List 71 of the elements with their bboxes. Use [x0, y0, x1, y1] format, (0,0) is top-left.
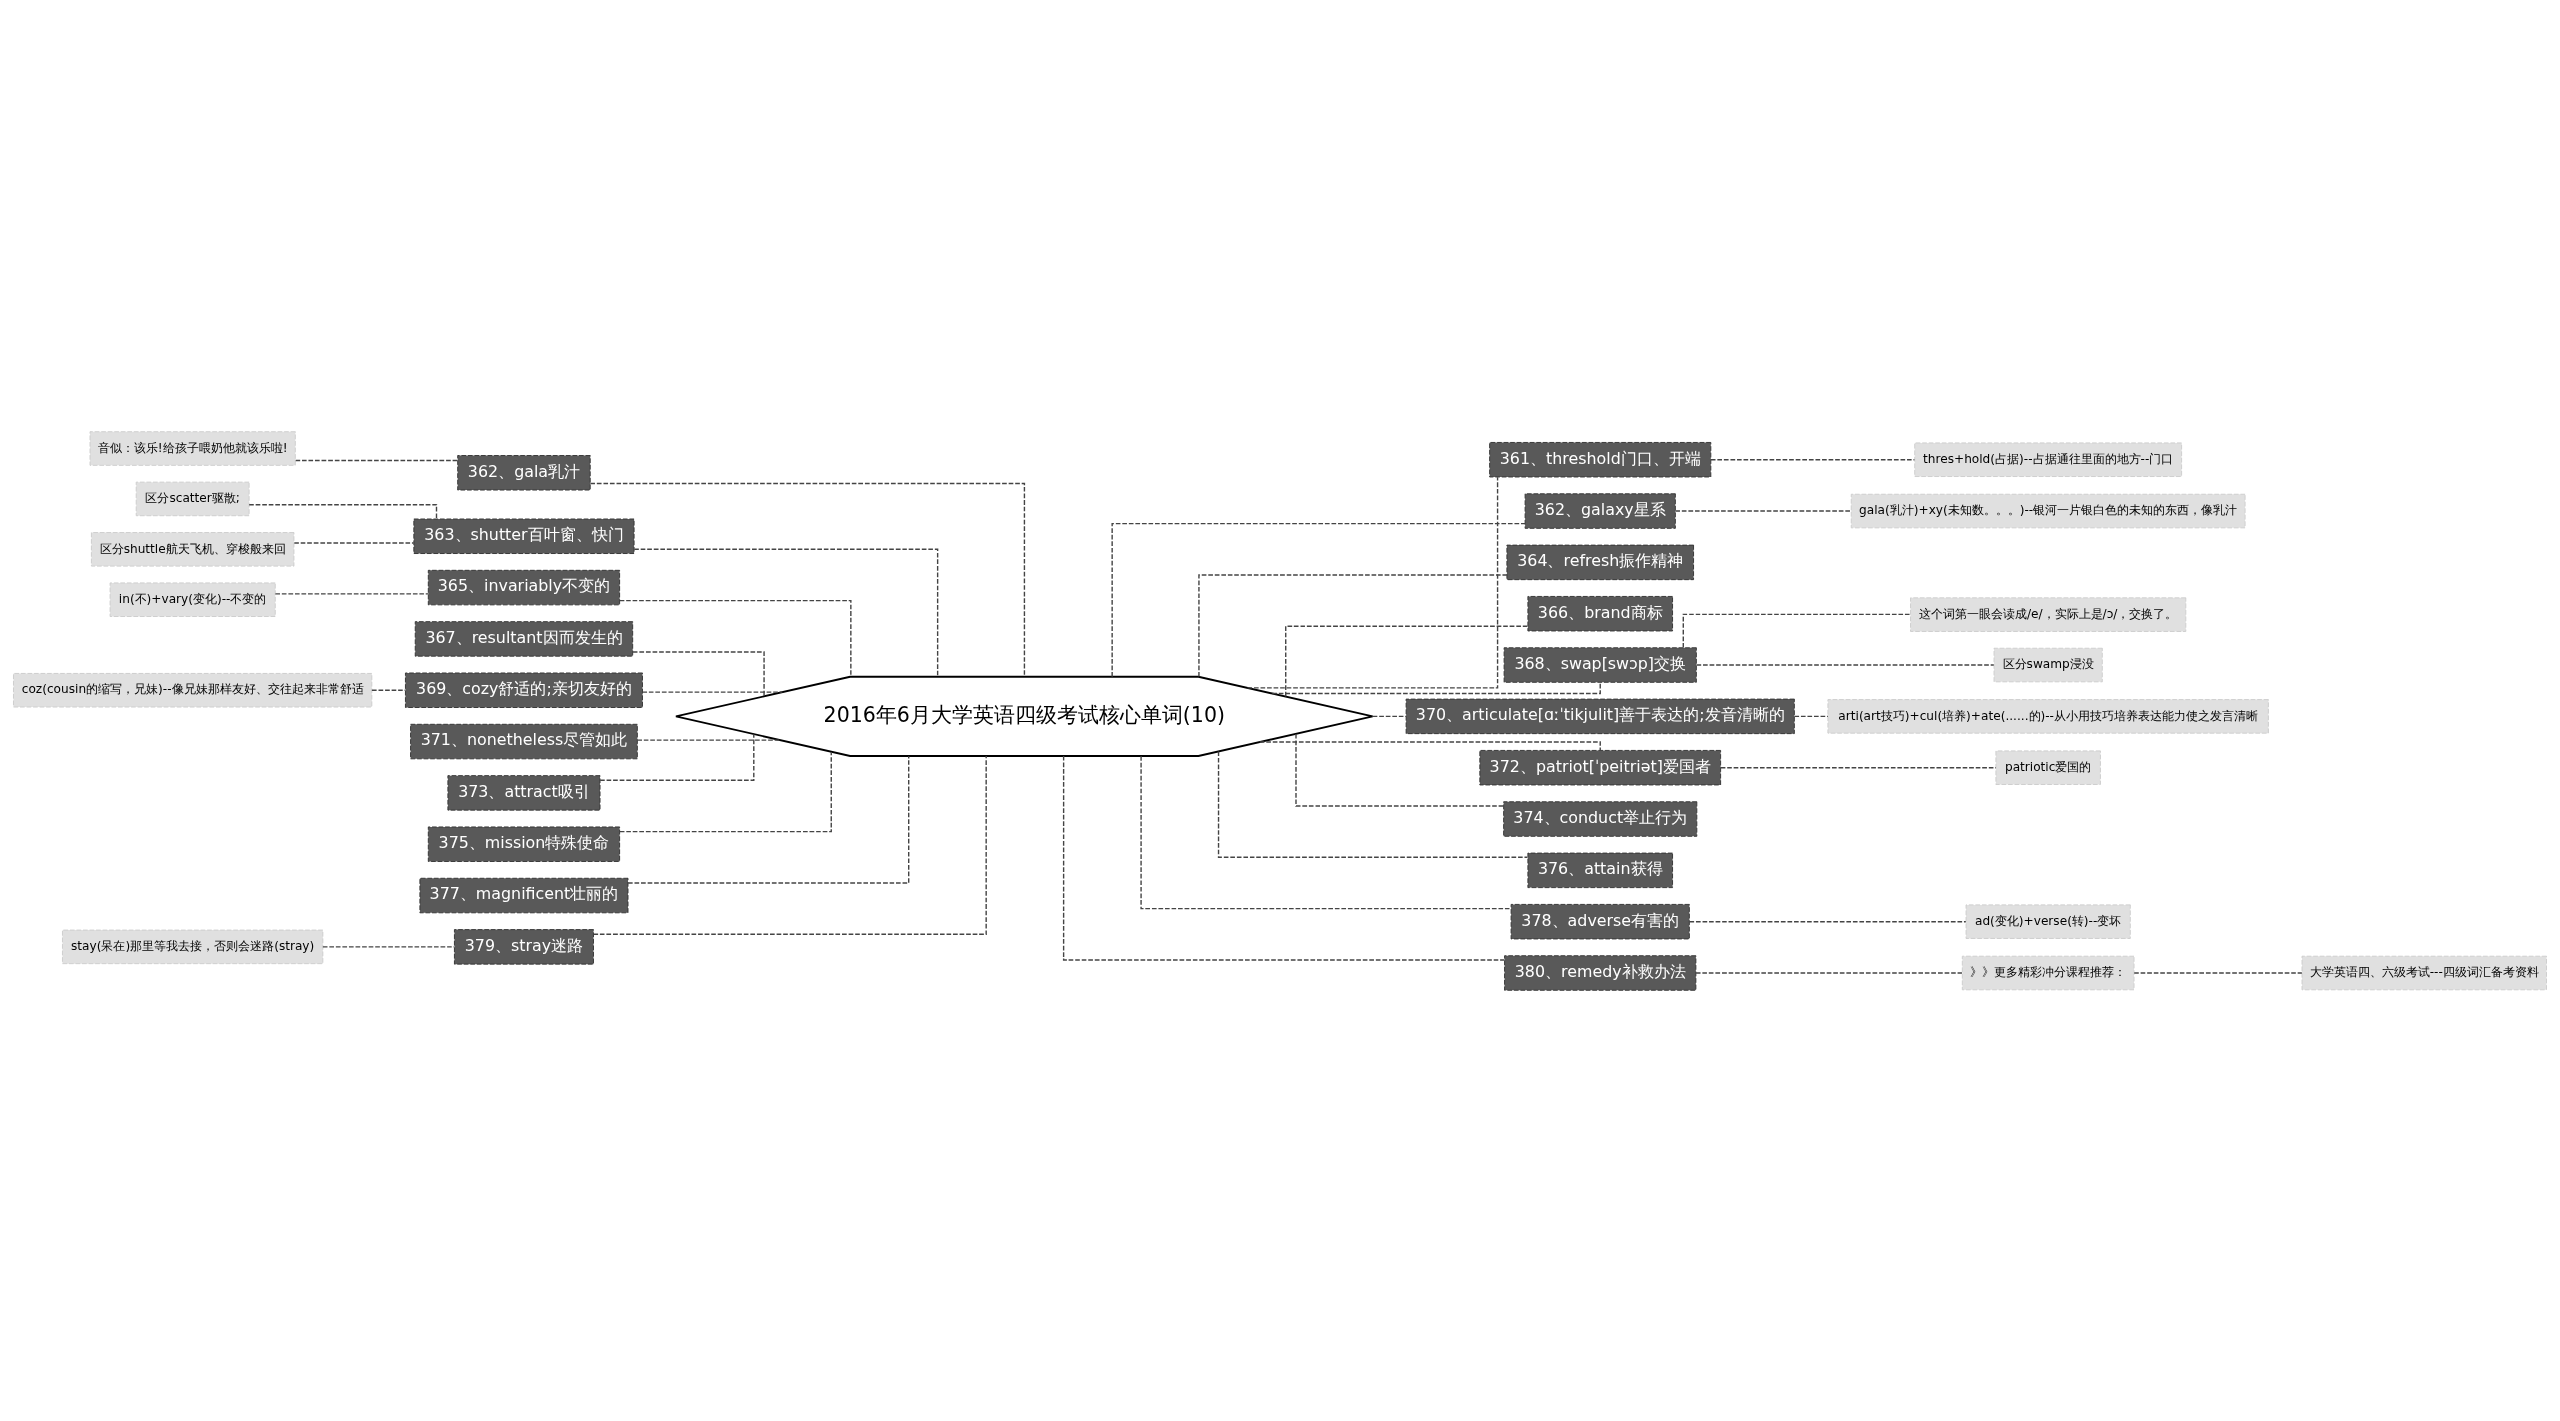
node-box: in(不)+vary(变化)--不变的	[109, 581, 276, 617]
node-box: stay(呆在)那里等我去接，否则会迷路(stray)	[62, 929, 324, 964]
connector	[1140, 755, 1512, 909]
node-box: 367、resultant因而发生的	[414, 620, 634, 657]
connector	[1295, 732, 1505, 807]
node-box: 362、galaxy星系	[1524, 492, 1676, 529]
node-box: ad(变化)+verse(转)--变坏	[1965, 903, 2131, 939]
connector	[1246, 476, 1499, 689]
connector	[294, 459, 459, 461]
connector	[1371, 715, 1407, 717]
node-box: 362、gala乳汁	[457, 454, 591, 491]
node-box: 363、shutter百叶窗、快门	[413, 518, 635, 554]
connector	[1793, 715, 1829, 717]
node-box: 369、cozy舒适的;亲切友好的	[404, 672, 643, 708]
node-box: gala(乳汁)+xy(未知数。。。)--银河一片银白色的未知的东西，像乳汁	[1850, 493, 2246, 528]
node-box: 区分shuttle航天飞机、穿梭般来回	[90, 531, 295, 567]
node-box: 371、nonetheless尽管如此	[410, 723, 638, 759]
connector	[636, 738, 782, 741]
node-box: 361、threshold门口、开端	[1489, 441, 1712, 477]
node-box: 373、attract吸引	[447, 774, 601, 811]
connector	[1285, 625, 1529, 697]
connector	[619, 750, 832, 832]
connector	[1111, 522, 1526, 677]
node-box: 》》更多精彩冲分课程推荐：	[1961, 955, 2135, 990]
connector	[633, 548, 939, 677]
connector	[1198, 573, 1508, 677]
connector	[1674, 509, 1852, 512]
node-box: 374、conduct举止行为	[1503, 800, 1698, 837]
connector	[322, 945, 455, 948]
node-box: 378、adverse有害的	[1510, 903, 1690, 939]
node-box: 音似：该乐!给孩子喂奶他就该乐啦!	[89, 430, 296, 466]
connector	[1217, 750, 1529, 858]
node-box: 365、invariably不变的	[427, 569, 621, 605]
connector	[248, 503, 438, 519]
connector	[1259, 740, 1601, 751]
node-box: 376、attain获得	[1527, 852, 1673, 888]
connector	[1710, 458, 1916, 460]
connector	[592, 754, 987, 935]
connector	[1062, 754, 1505, 961]
node-box: 370、articulate[ɑːˈtikjulit]善于表达的;发音清晰的	[1405, 698, 1795, 734]
connector	[1682, 613, 1912, 648]
connector	[619, 599, 852, 677]
connector	[293, 541, 415, 544]
node-box: 379、stray迷路	[453, 928, 594, 965]
node-box: 372、patriot[ˈpeitriət]爱国者	[1479, 749, 1722, 785]
node-box: 364、refresh振作精神	[1506, 544, 1694, 580]
connector	[641, 690, 784, 693]
node-box: 380、remedy补救办法	[1504, 954, 1697, 991]
node-box: 区分scatter驱散;	[135, 481, 250, 516]
connector	[1720, 766, 1997, 768]
connector	[599, 732, 755, 781]
connector	[1688, 920, 1967, 922]
node-box: 377、magnificent壮丽的	[419, 877, 629, 913]
connector	[274, 592, 429, 595]
node-box: 这个词第一眼会读成/e/，实际上是/ɔ/，交换了。	[1910, 596, 2187, 632]
connector	[1695, 663, 1995, 666]
connector	[2133, 971, 2303, 974]
node-box: 366、brand商标	[1527, 595, 1673, 631]
node-box: 368、swap[swɔp]交换	[1503, 646, 1697, 683]
connector	[589, 482, 1026, 677]
node-box: 大学英语四、六级考试---四级词汇备考资料	[2301, 955, 2547, 990]
connector	[632, 650, 765, 697]
node-box: patriotic爱国的	[1995, 749, 2101, 785]
connector	[627, 755, 910, 884]
connector	[371, 689, 406, 691]
node-box: 375、mission特殊使命	[427, 826, 621, 862]
connector	[1695, 971, 1963, 974]
node-box: coz(cousin的缩写，兄妹)--像兄妹那样友好、交往起来非常舒适	[13, 672, 373, 707]
node-box: 区分swamp浸没	[1993, 647, 2103, 682]
node-box: thres+hold(占据)--占据通往里面的地方--门口	[1914, 441, 2183, 477]
node-box: arti(art技巧)+cul(培养)+ate(......的)--从小用技巧培养表达能力使之发言清晰	[1827, 698, 2269, 734]
